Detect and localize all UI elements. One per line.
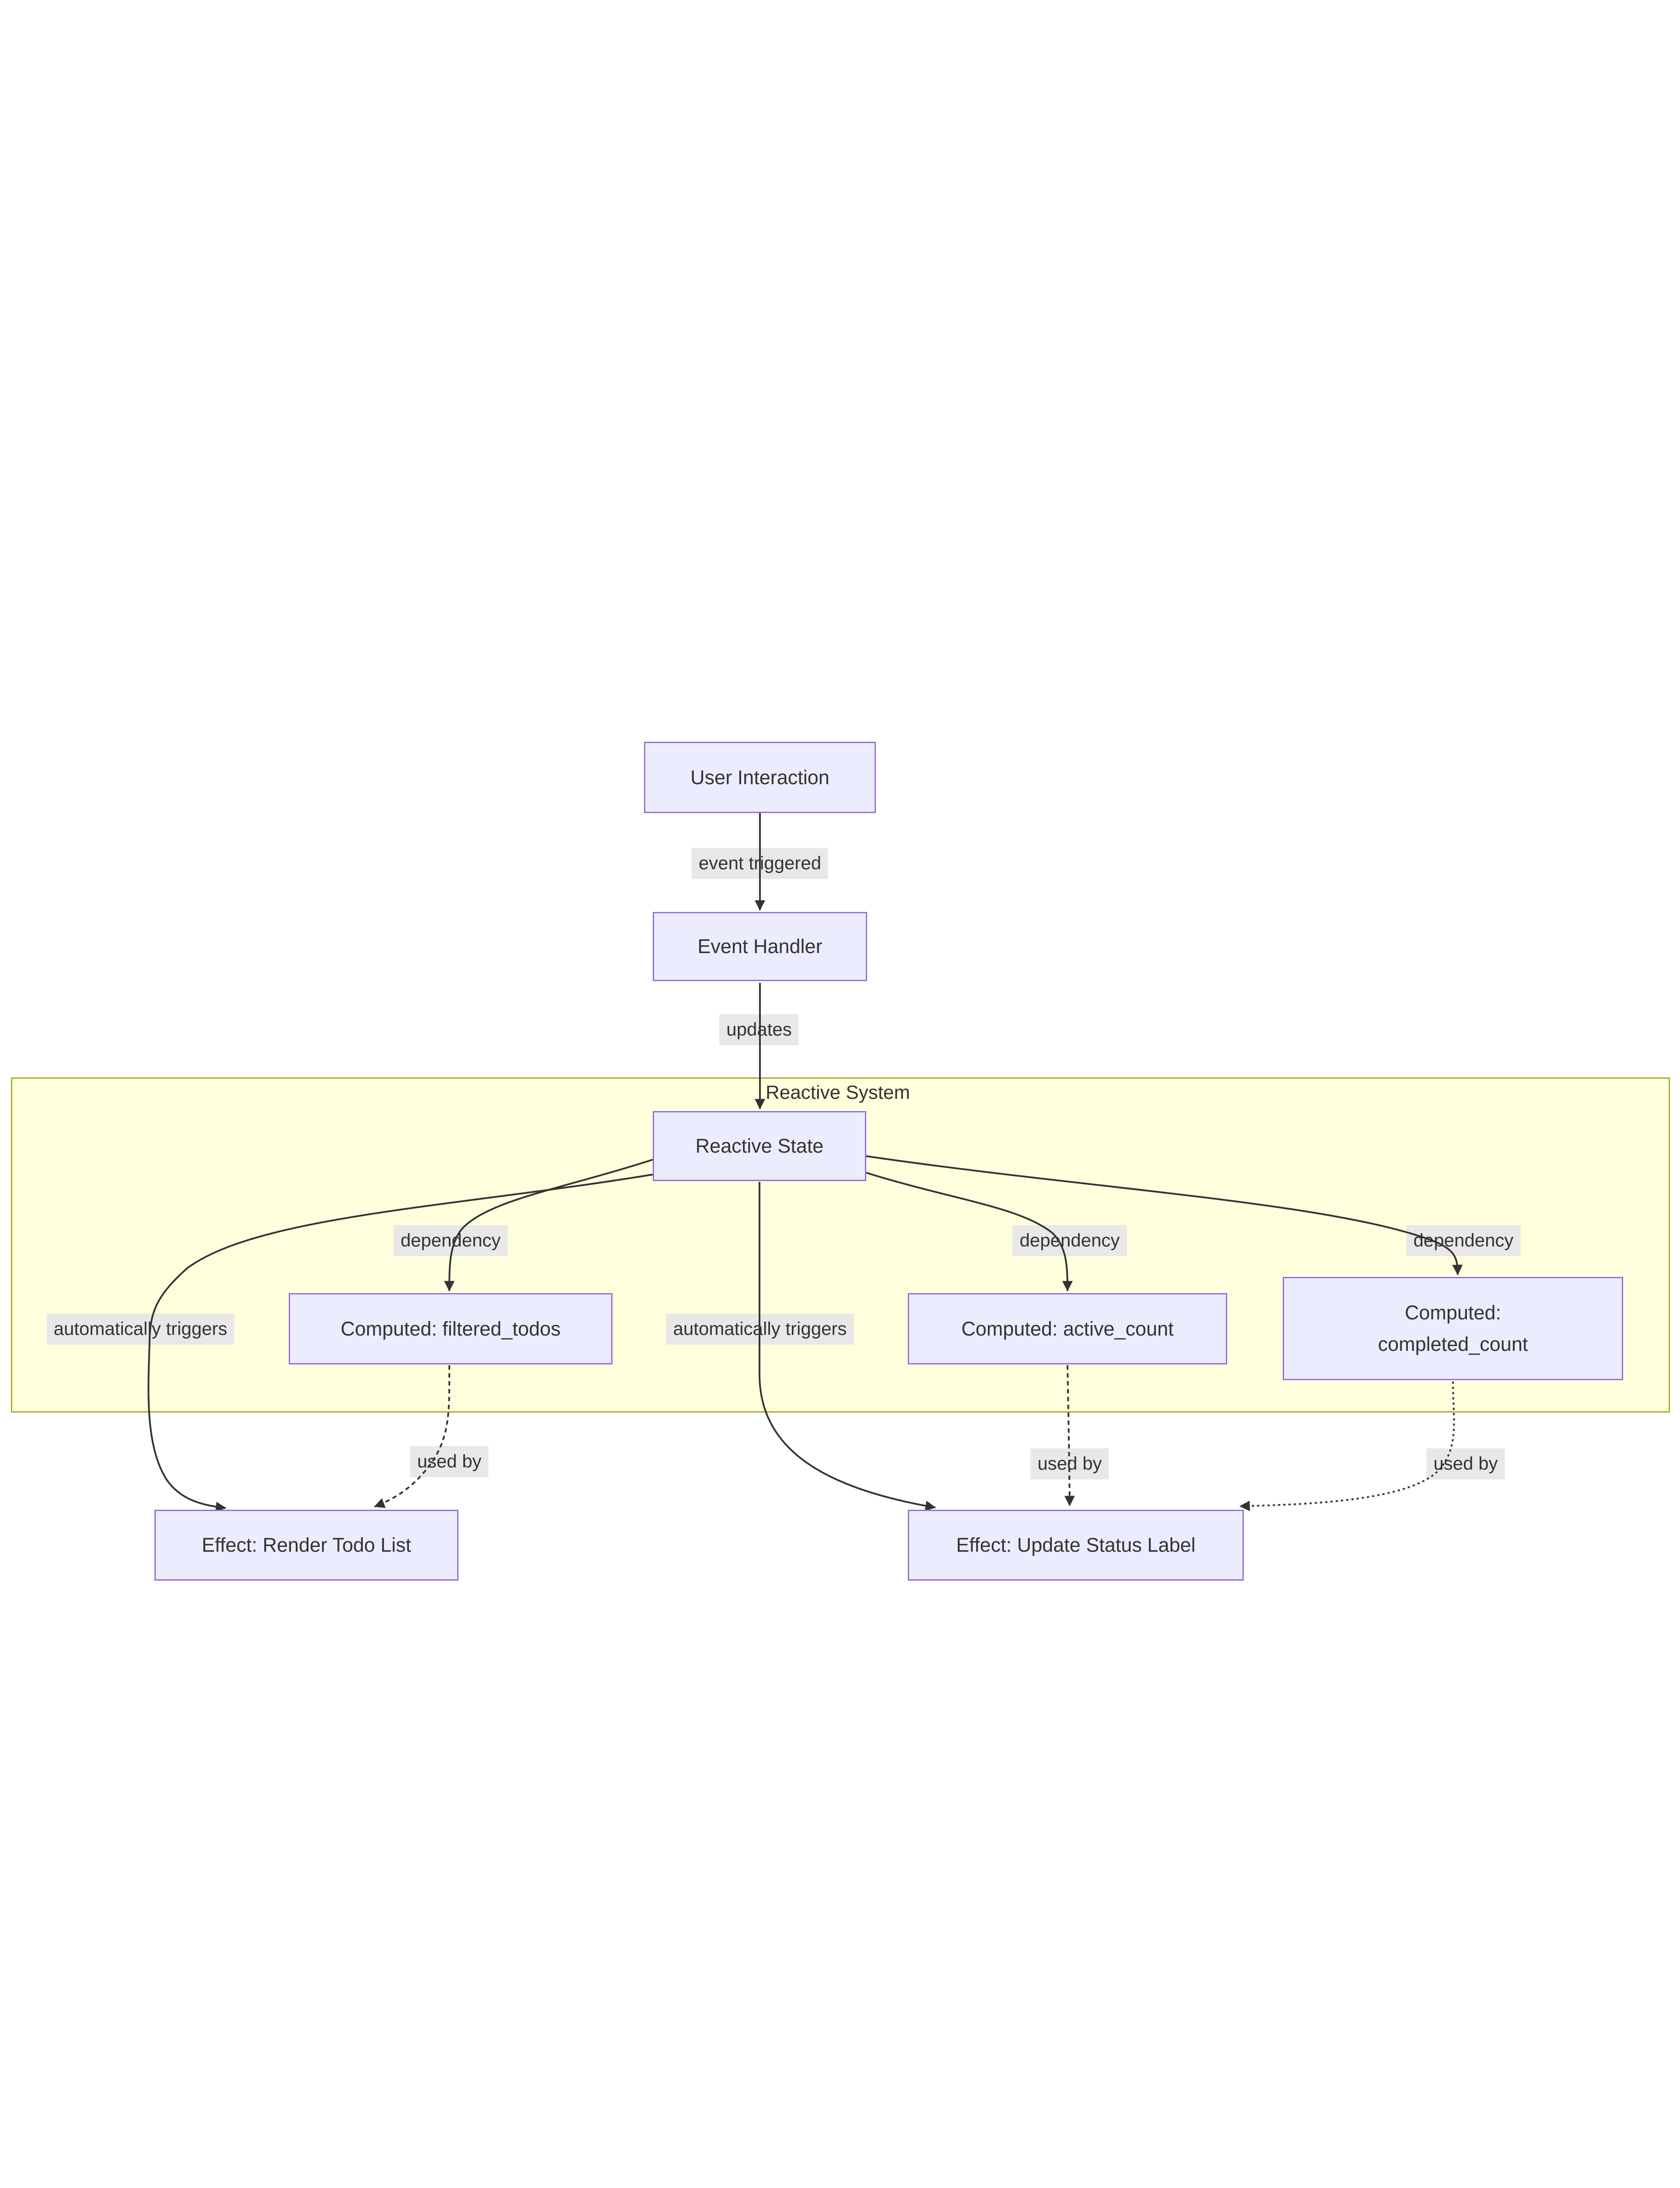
node-effect-update-status-label: Effect: Update Status Label (908, 1510, 1244, 1581)
node-label-line1: Computed: (1404, 1301, 1502, 1324)
edge-label-auto-triggers-render: automatically triggers (46, 1313, 234, 1345)
node-user-interaction: User Interaction (644, 742, 876, 813)
edge-reactive-state-to-computed-active (866, 1172, 1073, 1292)
edge-label-dependency-filtered: dependency (393, 1225, 508, 1256)
edge-reactive-state-to-effect-update (759, 1182, 936, 1511)
edge-label-used-by-render: used by (410, 1446, 489, 1477)
node-label-line2: completed_count (1378, 1333, 1528, 1355)
node-label: Effect: Render Todo List (202, 1534, 411, 1556)
edge-reactive-state-to-computed-completed (866, 1155, 1463, 1276)
node-reactive-state: Reactive State (653, 1111, 866, 1181)
edge-computed-filtered-to-effect-render (374, 1365, 451, 1508)
node-label: Event Handler (697, 935, 822, 957)
node-computed-active-count: Computed: active_count (908, 1293, 1227, 1364)
edge-label-used-by-update-completed: used by (1426, 1448, 1505, 1480)
node-label: Reactive State (695, 1135, 824, 1157)
node-label: User Interaction (690, 766, 830, 789)
cluster-reactive-system-label: Reactive System (765, 1082, 910, 1103)
edge-reactive-state-to-effect-render (147, 1174, 653, 1512)
node-label: Computed: filtered_todos (340, 1317, 561, 1340)
node-computed-completed-count: Computed: completed_count (1283, 1277, 1623, 1380)
node-event-handler: Event Handler (653, 912, 867, 981)
node-label: Computed: completed_count (1378, 1297, 1528, 1360)
node-label: Effect: Update Status Label (956, 1534, 1196, 1556)
edge-label-dependency-active: dependency (1012, 1225, 1127, 1256)
edge-computed-completed-to-effect-update (1239, 1381, 1455, 1511)
node-label: Computed: active_count (961, 1317, 1174, 1340)
node-computed-filtered-todos: Computed: filtered_todos (289, 1293, 612, 1364)
edge-reactive-state-to-computed-filtered (444, 1159, 653, 1292)
edge-computed-active-to-effect-update (1064, 1365, 1075, 1507)
node-effect-render-todo-list: Effect: Render Todo List (154, 1510, 458, 1581)
